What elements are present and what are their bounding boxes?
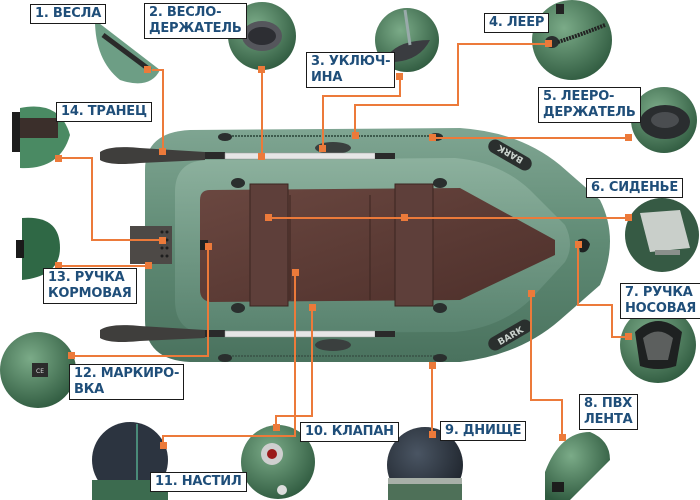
marking-plate-icon: CE [0, 332, 76, 408]
rope-holder-icon [631, 87, 697, 153]
pvc-strip-icon [545, 432, 610, 500]
boat-hull: BARK BARK [130, 128, 610, 362]
label-transom: 14. ТРАНЕЦ [56, 102, 152, 122]
label-rope: 4. ЛЕЕР [484, 13, 550, 33]
label-seat: 6. СИДЕНЬЕ [586, 178, 684, 198]
label-stern-handle: 13. РУЧКА КОРМОВАЯ [43, 268, 137, 304]
rope-icon [532, 0, 612, 80]
connector-lines [58, 43, 628, 445]
label-pvc-strip: 8. ПВХ ЛЕНТА [579, 394, 638, 430]
label-valve: 10. КЛАПАН [300, 422, 399, 442]
bow-handle-icon [620, 307, 696, 383]
valve-icon [241, 425, 315, 499]
connector-markers [55, 40, 632, 449]
label-floorboard: 11. НАСТИЛ [150, 472, 247, 492]
label-rope-holder: 5. ЛЕЕРО- ДЕРЖАТЕЛЬ [538, 87, 641, 123]
floorboard-icon [92, 422, 168, 500]
stern-handle-icon [16, 217, 60, 280]
label-bow-handle: 7. РУЧКА НОСОВАЯ [620, 283, 700, 319]
label-oarlock: 3. УКЛЮЧ- ИНА [306, 52, 396, 88]
oar-blade-icon [95, 20, 160, 84]
seat-icon [625, 198, 699, 272]
bottom-icon [387, 427, 463, 500]
label-oar-holder: 2. ВЕСЛО- ДЕРЖАТЕЛЬ [144, 3, 247, 39]
label-marking: 12. МАРКИРО- ВКА [69, 364, 185, 400]
oars [100, 147, 395, 342]
label-bottom: 9. ДНИЩЕ [440, 421, 527, 441]
svg-text:CE: CE [36, 368, 44, 375]
label-oars: 1. ВЕСЛА [30, 4, 107, 24]
